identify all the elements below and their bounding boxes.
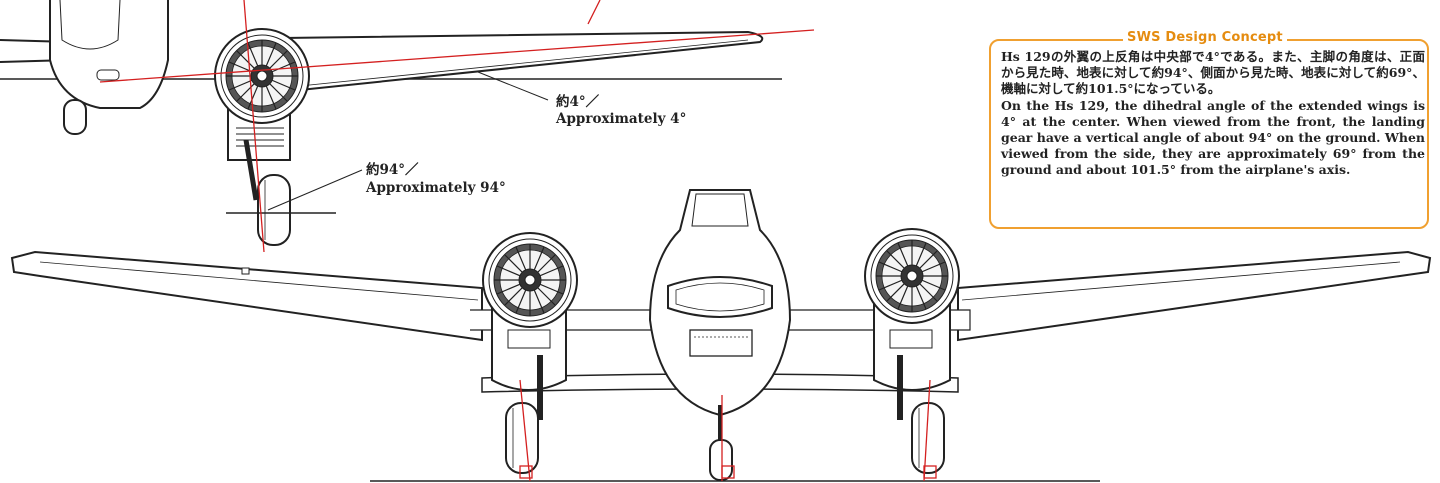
upper-front-view: [0, 0, 815, 253]
design-concept-text: Hs 129の外翼の上反角は中央部で4°である。また、主脚の角度は、正面から見た…: [1001, 49, 1425, 179]
lower-front-view: [10, 189, 1432, 482]
concept-text-en: On the Hs 129, the dihedral angle of the…: [1001, 97, 1425, 178]
concept-text-ja: Hs 129の外翼の上反角は中央部で4°である。また、主脚の角度は、正面から見た…: [1001, 49, 1425, 97]
dihedral-label-ja: 約4°／: [556, 94, 600, 110]
gear-angle-label-en: Approximately 94°: [366, 180, 506, 196]
dihedral-label-en: Approximately 4°: [556, 111, 687, 127]
gear-angle-label-ja: 約94°／: [366, 162, 419, 178]
design-concept-title: SWS Design Concept: [1123, 29, 1287, 47]
design-concept-box: [989, 39, 1429, 229]
